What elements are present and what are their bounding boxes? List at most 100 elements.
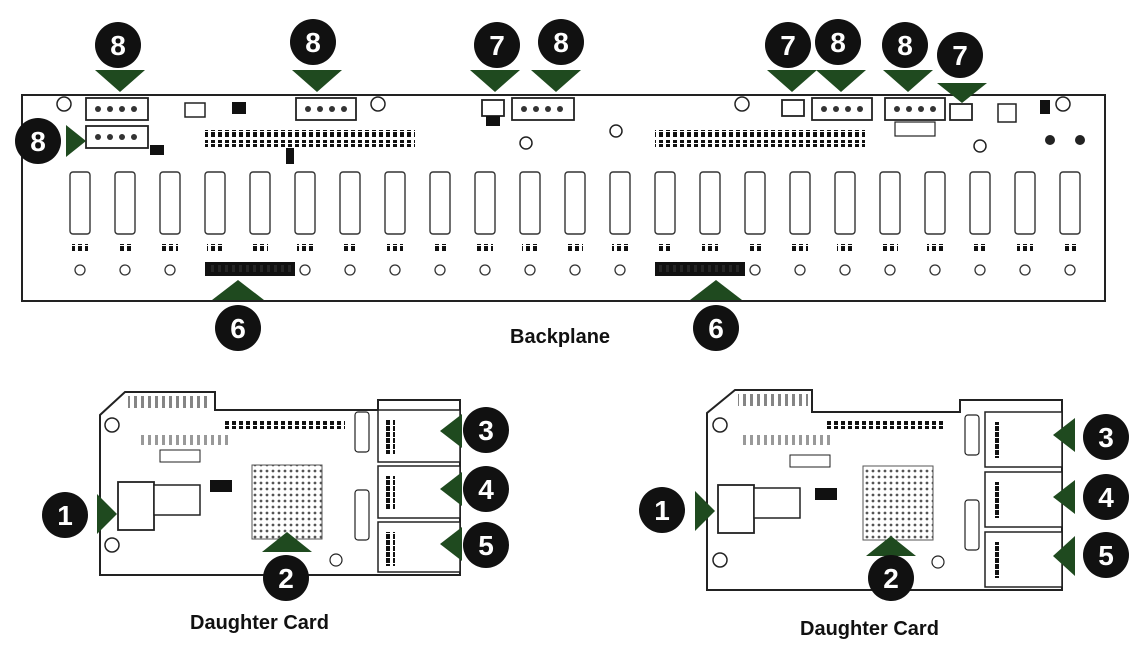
callout-3: 3 (1083, 414, 1129, 460)
drive-slot (834, 171, 856, 235)
arrow-down (883, 70, 933, 92)
arrow-left (440, 472, 462, 506)
drive-slot (789, 171, 811, 235)
svg-text:7: 7 (489, 30, 505, 61)
drive-slot (339, 171, 361, 235)
daughter-card-left (99, 391, 461, 576)
svg-text:4: 4 (478, 474, 494, 505)
drive-slot (519, 171, 541, 235)
svg-text:4: 4 (1098, 482, 1114, 513)
drive-slot (744, 171, 766, 235)
drive-slot-led (524, 264, 536, 276)
svg-text:5: 5 (1098, 540, 1114, 571)
svg-text:1: 1 (654, 495, 670, 526)
drive-slot-pins (747, 244, 763, 252)
backplane-headers (85, 97, 973, 149)
arrow-up (690, 280, 742, 300)
drive-slot (1059, 171, 1081, 235)
svg-text:7: 7 (952, 40, 968, 71)
arrow-right (695, 491, 715, 531)
arrow-left (440, 527, 462, 561)
arrow-left (1053, 536, 1075, 576)
drive-slot-led (389, 264, 401, 276)
drive-slot-led (749, 264, 761, 276)
drive-slot (879, 171, 901, 235)
svg-text:3: 3 (478, 415, 494, 446)
drive-slot-pins (612, 244, 628, 252)
arrow-down (531, 70, 581, 92)
svg-text:6: 6 (230, 313, 246, 344)
drive-slot-pins (342, 244, 358, 252)
drive-slot-pins (657, 244, 673, 252)
drive-slot-led (794, 264, 806, 276)
drive-slot (1014, 171, 1036, 235)
drive-slot-led (839, 264, 851, 276)
drive-slot-pins (702, 244, 718, 252)
drive-slot-pins (207, 244, 223, 252)
drive-slot (114, 171, 136, 235)
arrow-right (97, 494, 117, 534)
svg-text:1: 1 (57, 500, 73, 531)
callout-8: 8 (815, 19, 861, 65)
drive-slot-pins (117, 244, 133, 252)
drive-slot-pins (1062, 244, 1078, 252)
arrow-up (866, 536, 916, 556)
callout-1: 1 (42, 492, 88, 538)
drive-slot-led (344, 264, 356, 276)
drive-slot (159, 171, 181, 235)
drive-slot (69, 171, 91, 235)
callout-5: 5 (1083, 532, 1129, 578)
arrow-down (95, 70, 145, 92)
callout-8: 8 (15, 118, 61, 164)
arrow-down (292, 70, 342, 92)
drive-slot-pins (927, 244, 943, 252)
drive-slot-pins (387, 244, 403, 252)
callout-8: 8 (882, 22, 928, 68)
arrow-up (212, 280, 264, 300)
drive-slot-pins (72, 244, 88, 252)
backplane-board (21, 94, 1106, 302)
callout-4: 4 (1083, 474, 1129, 520)
svg-text:8: 8 (553, 27, 569, 58)
callout-2: 2 (263, 555, 309, 601)
drive-slot (429, 171, 451, 235)
drive-slot (699, 171, 721, 235)
callout-4: 4 (463, 466, 509, 512)
drive-slot-pins (162, 244, 178, 252)
arrow-up (262, 532, 312, 552)
callout-1: 1 (639, 487, 685, 533)
arrow-left (1053, 480, 1075, 514)
daughter-card-label-right: Daughter Card (800, 618, 939, 640)
callouts: 8 8 7 8 7 8 8 7 8 6 6 1 2 3 4 5 1 2 3 4 … (15, 19, 1129, 601)
drive-slot-led (569, 264, 581, 276)
arrow-down (816, 70, 866, 92)
svg-text:8: 8 (30, 126, 46, 157)
drive-slot-pins (477, 244, 493, 252)
drive-slot-pins (252, 244, 268, 252)
svg-text:7: 7 (780, 30, 796, 61)
svg-text:5: 5 (478, 530, 494, 561)
svg-text:8: 8 (830, 27, 846, 58)
drive-slot-led (974, 264, 986, 276)
callout-8: 8 (538, 19, 584, 65)
drive-slot-pins (432, 244, 448, 252)
callout-3: 3 (463, 407, 509, 453)
arrow-down (470, 70, 520, 92)
drive-slot-led (884, 264, 896, 276)
callout-7: 7 (937, 32, 983, 78)
drive-slot-led (929, 264, 941, 276)
drive-slot (294, 171, 316, 235)
svg-text:3: 3 (1098, 422, 1114, 453)
callout-6: 6 (693, 305, 739, 351)
drive-slot-led (434, 264, 446, 276)
callout-8: 8 (95, 22, 141, 68)
pointer-arrows (66, 70, 1075, 576)
svg-text:8: 8 (897, 30, 913, 61)
drive-slot-pins (297, 244, 313, 252)
svg-text:8: 8 (110, 30, 126, 61)
drive-slot (969, 171, 991, 235)
callout-6: 6 (215, 305, 261, 351)
drive-slots (69, 171, 1081, 276)
daughter-card-label-left: Daughter Card (190, 612, 329, 634)
